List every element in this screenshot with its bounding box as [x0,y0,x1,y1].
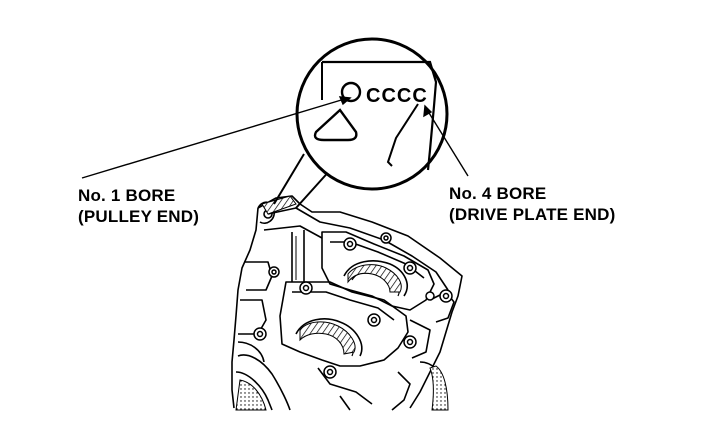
bolt [367,313,381,327]
hook-bracket [386,103,419,167]
bore-1-title: No. 1 BORE [78,186,176,205]
bolt [268,266,280,278]
bolt [343,237,357,251]
bolt [323,365,337,379]
block-shading [235,195,449,411]
bolt [380,232,392,244]
bolt [425,291,435,301]
stamp-marks: CCCC [366,85,428,107]
bore-4-title: No. 4 BORE [449,184,547,203]
triangle-notch [313,108,358,142]
engine-block [231,195,463,411]
bolt [253,327,267,341]
bore-4-subtitle: (DRIVE PLATE END) [449,205,616,224]
magnifier-circle: CCCC [295,37,449,191]
bolt [439,289,453,303]
leader-lines [81,96,469,179]
bore-1-callout: No. 1 BORE (PULLEY END) [78,185,199,227]
bore-1-mark [340,81,362,103]
bolt [403,335,417,349]
leader-bore-4 [425,107,469,177]
cap-bolts [253,232,453,379]
bore-1-subtitle: (PULLEY END) [78,207,200,226]
bore-4-callout: No. 4 BORE (DRIVE PLATE END) [449,183,615,225]
bolt [299,281,313,295]
leader-bore-1 [81,97,349,179]
bolt [403,261,417,275]
